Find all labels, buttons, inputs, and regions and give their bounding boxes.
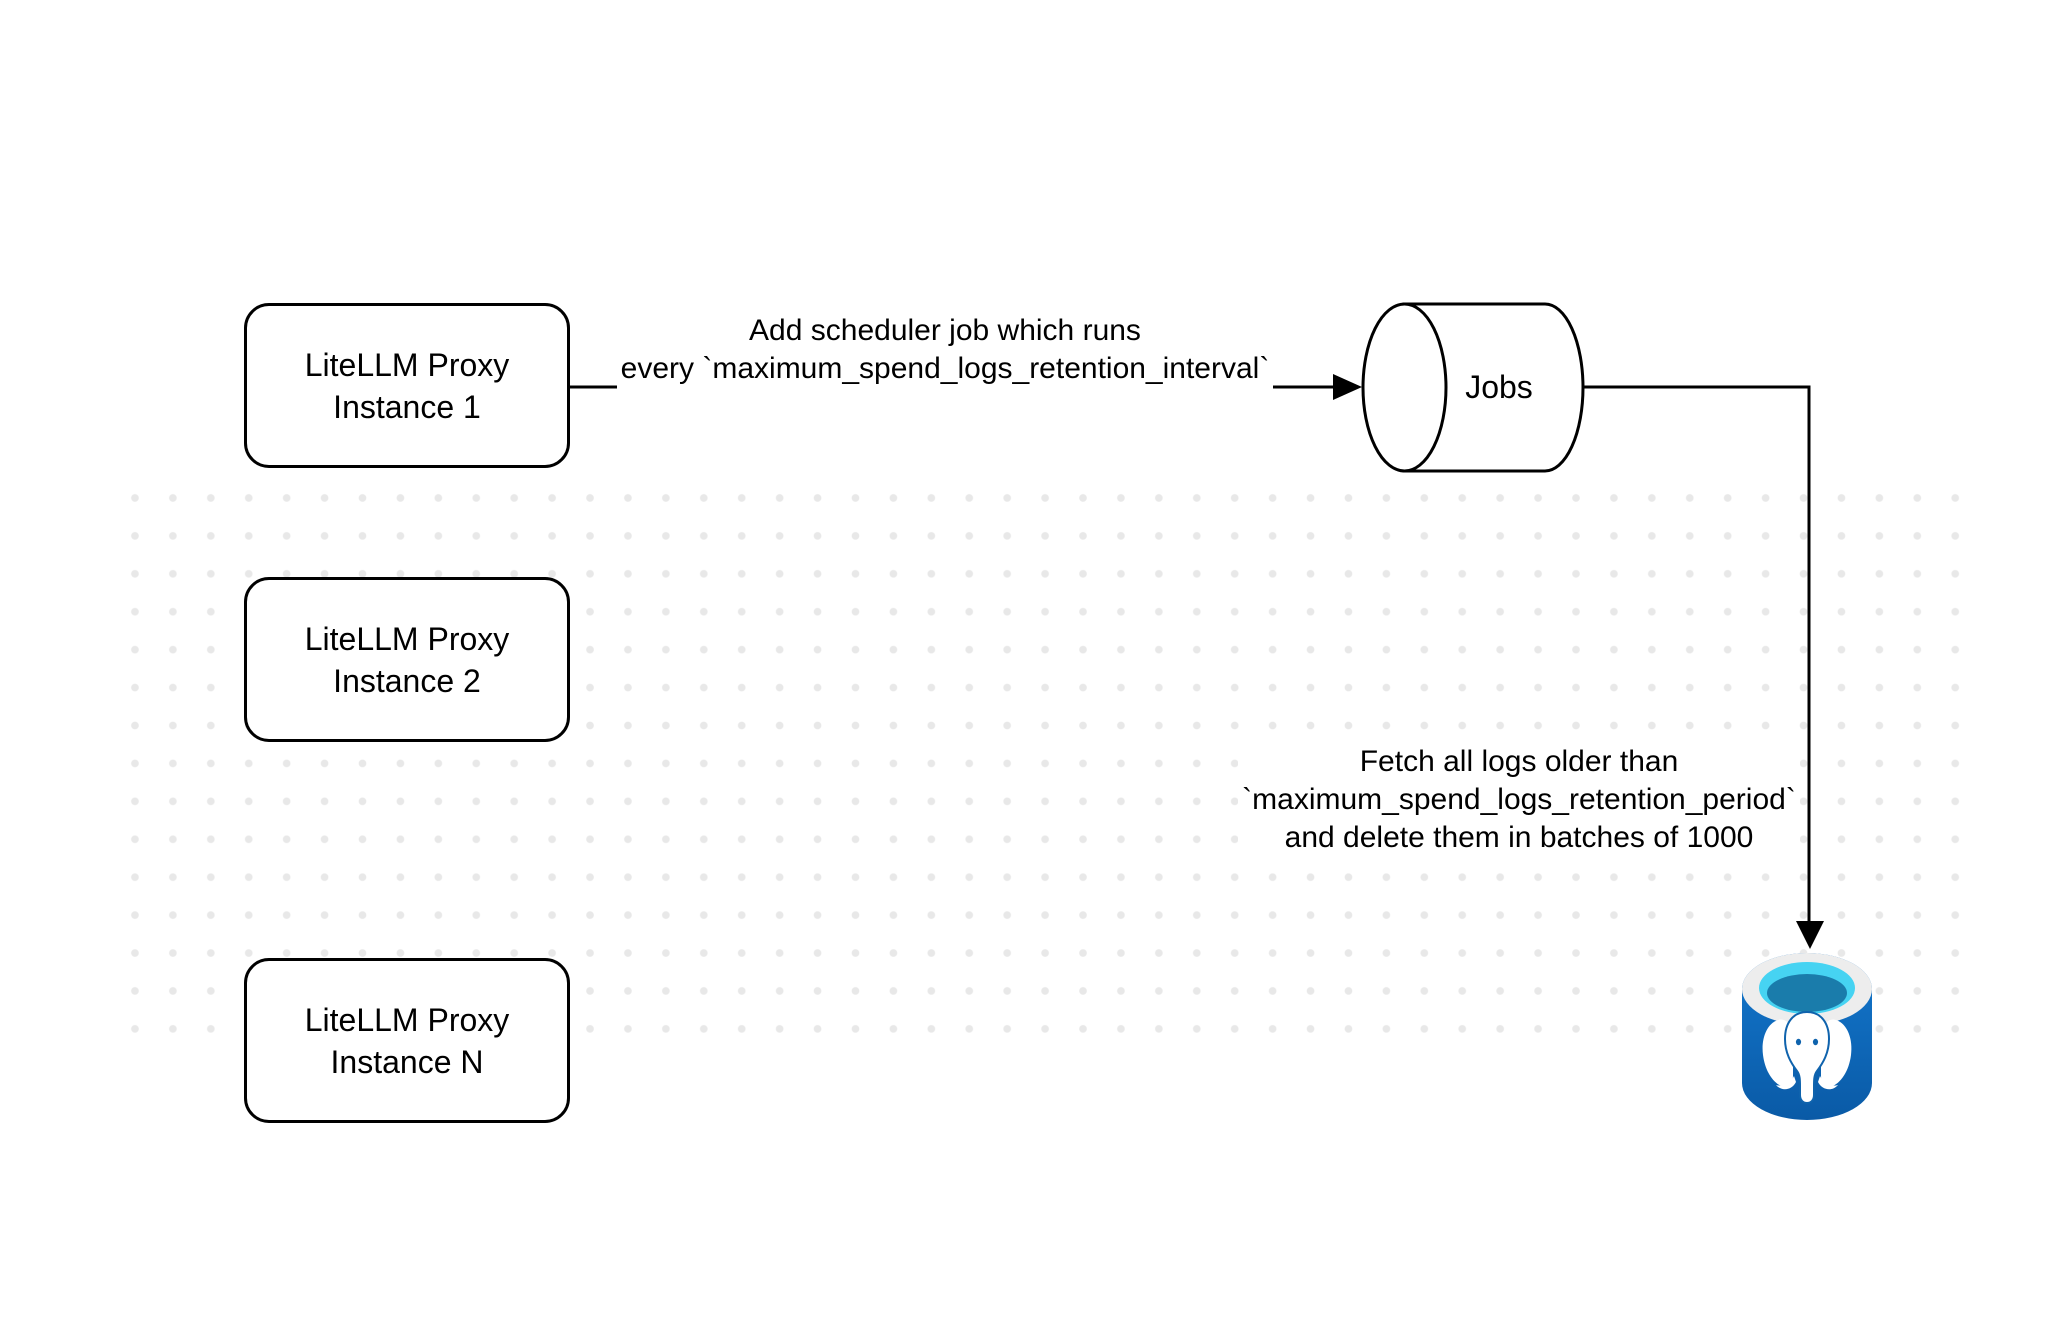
node-label: LiteLLM Proxy Instance 1 [304,346,510,425]
edge-label-scheduler-job: Add scheduler job which runs every `maxi… [595,311,1295,389]
node-label: LiteLLM Proxy Instance 2 [304,620,510,699]
node-litellm-proxy-instance-2: LiteLLM Proxy Instance 2 [244,577,570,742]
postgres-elephant [1762,1010,1852,1105]
node-jobs-cylinder [1361,302,1585,473]
edge-label-fetch-delete-logs: Fetch all logs older than `maximum_spend… [1169,742,1869,858]
edge-label-text: Add scheduler job which runs every `maxi… [616,311,1274,389]
node-jobs-label: Jobs [1465,368,1533,405]
node-label: LiteLLM Proxy Instance N [304,1001,510,1080]
node-litellm-proxy-instance-n: LiteLLM Proxy Instance N [244,958,570,1123]
edge-label-text: Fetch all logs older than `maximum_spend… [1238,742,1800,858]
arrowhead-right [1333,374,1362,400]
node-litellm-proxy-instance-1: LiteLLM Proxy Instance 1 [244,303,570,468]
arrowhead-down [1796,921,1824,949]
postgresql-database-icon [1742,953,1872,1120]
edge-jobs-to-postgres [1582,385,1824,949]
